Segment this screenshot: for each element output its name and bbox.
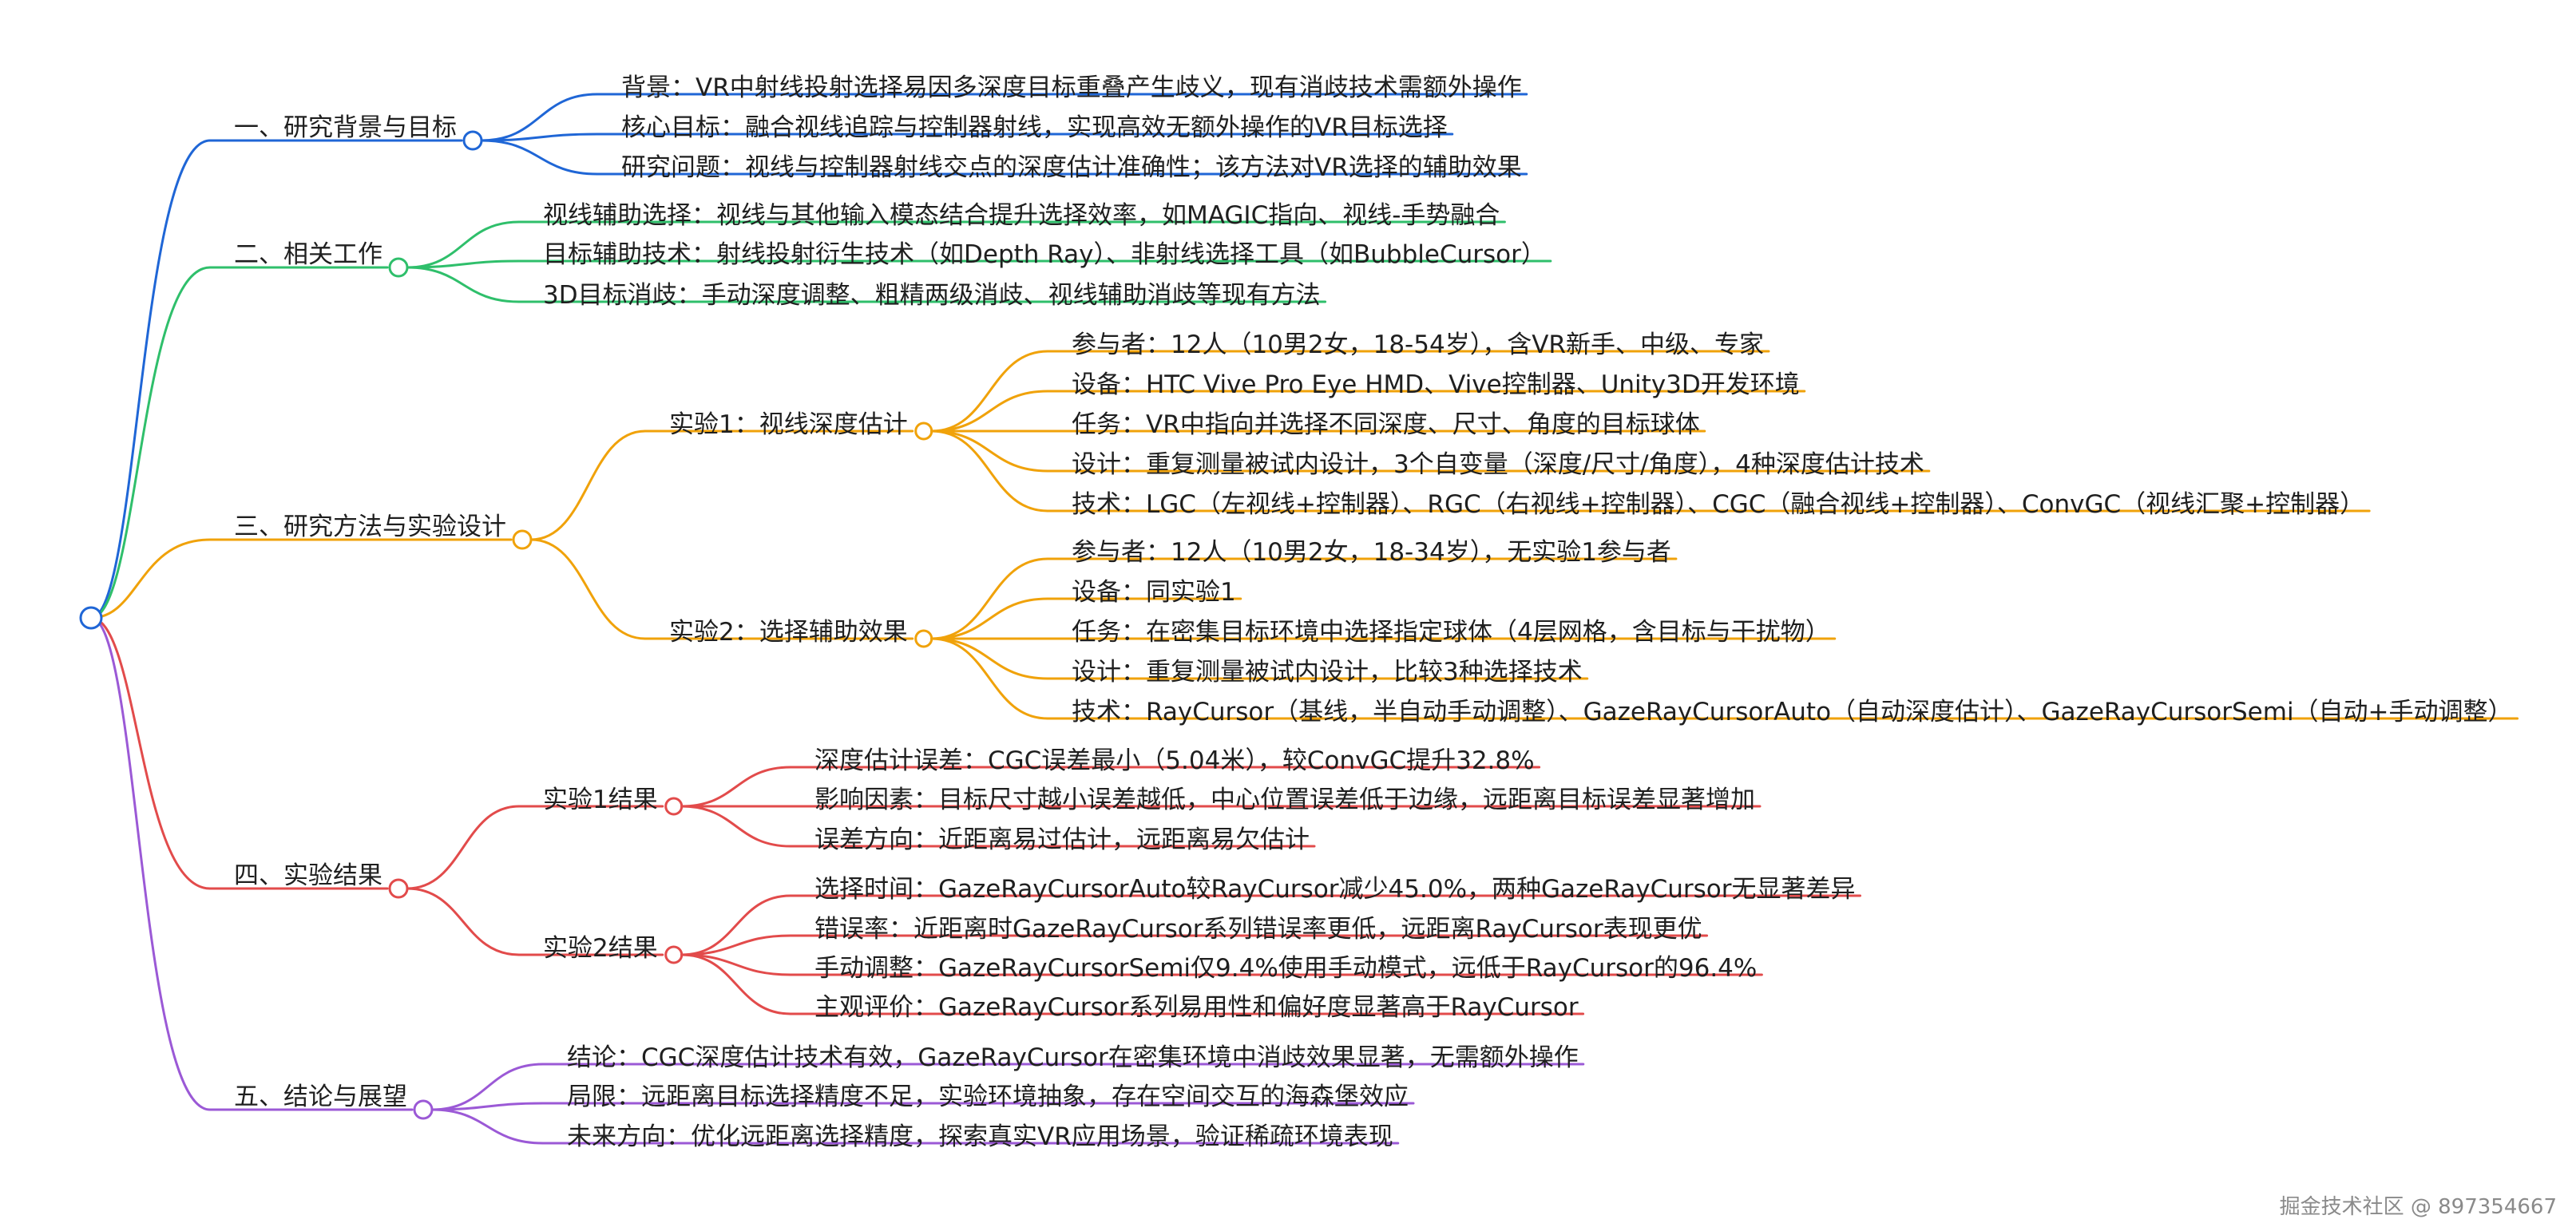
branch-4-group-1-label[interactable]: 实验1结果 <box>543 786 658 814</box>
branch-3-node[interactable] <box>512 529 533 550</box>
branch-2-leaf-1[interactable]: 视线辅助选择：视线与其他输入模态结合提升选择效率，如MAGIC指向、视线-手势融… <box>543 201 1500 230</box>
branch-4-group-2-node[interactable] <box>664 945 684 964</box>
branch-3-group-2-leaf-1[interactable]: 参与者：12人（10男2女，18-34岁），无实验1参与者 <box>1072 538 1671 567</box>
branch-4-group-2-leaf-2[interactable]: 错误率：近距离时GazeRayCursor系列错误率更低，远距离RayCurso… <box>814 915 1702 944</box>
branch-3-label[interactable]: 三、研究方法与实验设计 <box>234 513 506 541</box>
branch-4-group-1-leaf-1[interactable]: 深度估计误差：CGC误差最小（5.04米），较ConvGC提升32.8% <box>814 746 1535 775</box>
branch-4-node[interactable] <box>388 878 409 899</box>
root-node[interactable] <box>79 606 103 630</box>
branch-3-group-1-node[interactable] <box>914 422 933 441</box>
branch-3-group-1-leaf-3[interactable]: 任务：VR中指向并选择不同深度、尺寸、角度的目标球体 <box>1072 410 1700 439</box>
branch-4-group-1-leaf-2[interactable]: 影响因素：目标尺寸越小误差越低，中心位置误差低于边缘，远距离目标误差显著增加 <box>814 786 1755 814</box>
branch-4-group-1-leaf-3[interactable]: 误差方向：近距离易过估计，远距离易欠估计 <box>814 825 1310 854</box>
watermark: 掘金技术社区 @ 897354667 <box>2279 1195 2557 1219</box>
branch-4-group-2-label[interactable]: 实验2结果 <box>543 934 658 963</box>
branch-3-group-2-leaf-4[interactable]: 设计：重复测量被试内设计，比较3种选择技术 <box>1072 658 1583 687</box>
branch-3-group-2-label[interactable]: 实验2：选择辅助效果 <box>669 618 908 647</box>
branch-4-label[interactable]: 四、实验结果 <box>234 861 382 890</box>
branch-5-node[interactable] <box>413 1099 434 1120</box>
branch-3-group-1-leaf-5[interactable]: 技术：LGC（左视线+控制器）、RGC（右视线+控制器）、CGC（融合视线+控制… <box>1072 490 2365 519</box>
branch-4-group-1-node[interactable] <box>664 797 684 816</box>
branch-5-leaf-2[interactable]: 局限：远距离目标选择精度不足，实验环境抽象，存在空间交互的海森堡效应 <box>567 1083 1409 1111</box>
branch-3-group-2-node[interactable] <box>914 629 933 648</box>
branch-2-label[interactable]: 二、相关工作 <box>234 240 382 269</box>
branch-1-leaf-1[interactable]: 背景：VR中射线投射选择易因多深度目标重叠产生歧义，现有消歧技术需额外操作 <box>621 73 1522 102</box>
branch-2-node[interactable] <box>388 257 409 278</box>
branch-4-group-2-leaf-4[interactable]: 主观评价：GazeRayCursor系列易用性和偏好度显著高于RayCursor <box>814 993 1579 1022</box>
branch-1-node[interactable] <box>462 130 483 151</box>
branch-3-group-1-label[interactable]: 实验1：视线深度估计 <box>669 410 908 439</box>
branch-4-group-2-leaf-3[interactable]: 手动调整：GazeRayCursorSemi仅9.4%使用手动模式，远低于Ray… <box>814 954 1758 983</box>
branch-4-group-2-leaf-1[interactable]: 选择时间：GazeRayCursorAuto较RayCursor减少45.0%，… <box>814 875 1856 904</box>
branch-2-leaf-3[interactable]: 3D目标消歧：手动深度调整、粗精两级消歧、视线辅助消歧等现有方法 <box>543 281 1321 310</box>
branch-3-group-1-leaf-1[interactable]: 参与者：12人（10男2女，18-54岁），含VR新手、中级、专家 <box>1072 331 1764 359</box>
branch-3-group-1-leaf-4[interactable]: 设计：重复测量被试内设计，3个自变量（深度/尺寸/角度），4种深度估计技术 <box>1072 450 1924 479</box>
branch-5-label[interactable]: 五、结论与展望 <box>234 1083 407 1111</box>
branch-2-leaf-2[interactable]: 目标辅助技术：射线投射衍生技术（如Depth Ray）、非射线选择工具（如Bub… <box>543 240 1546 269</box>
branch-1-leaf-3[interactable]: 研究问题：视线与控制器射线交点的深度估计准确性；该方法对VR选择的辅助效果 <box>621 153 1522 182</box>
branch-1-leaf-2[interactable]: 核心目标：融合视线追踪与控制器射线，实现高效无额外操作的VR目标选择 <box>621 113 1448 142</box>
branch-1-label[interactable]: 一、研究背景与目标 <box>234 113 457 142</box>
branch-3-group-2-leaf-2[interactable]: 设备：同实验1 <box>1072 578 1236 607</box>
branch-3-group-2-leaf-3[interactable]: 任务：在密集目标环境中选择指定球体（4层网格，含目标与干扰物） <box>1072 618 1830 647</box>
branch-5-leaf-1[interactable]: 结论：CGC深度估计技术有效，GazeRayCursor在密集环境中消歧效果显著… <box>567 1043 1579 1072</box>
branch-3-group-1-leaf-2[interactable]: 设备：HTC Vive Pro Eye HMD、Vive控制器、Unity3D开… <box>1072 370 1800 399</box>
branch-5-leaf-3[interactable]: 未来方向：优化远距离选择精度，探索真实VR应用场景，验证稀疏环境表现 <box>567 1122 1393 1151</box>
branch-3-group-2-leaf-5[interactable]: 技术：RayCursor（基线，半自动手动调整）、GazeRayCursorAu… <box>1072 698 2513 726</box>
